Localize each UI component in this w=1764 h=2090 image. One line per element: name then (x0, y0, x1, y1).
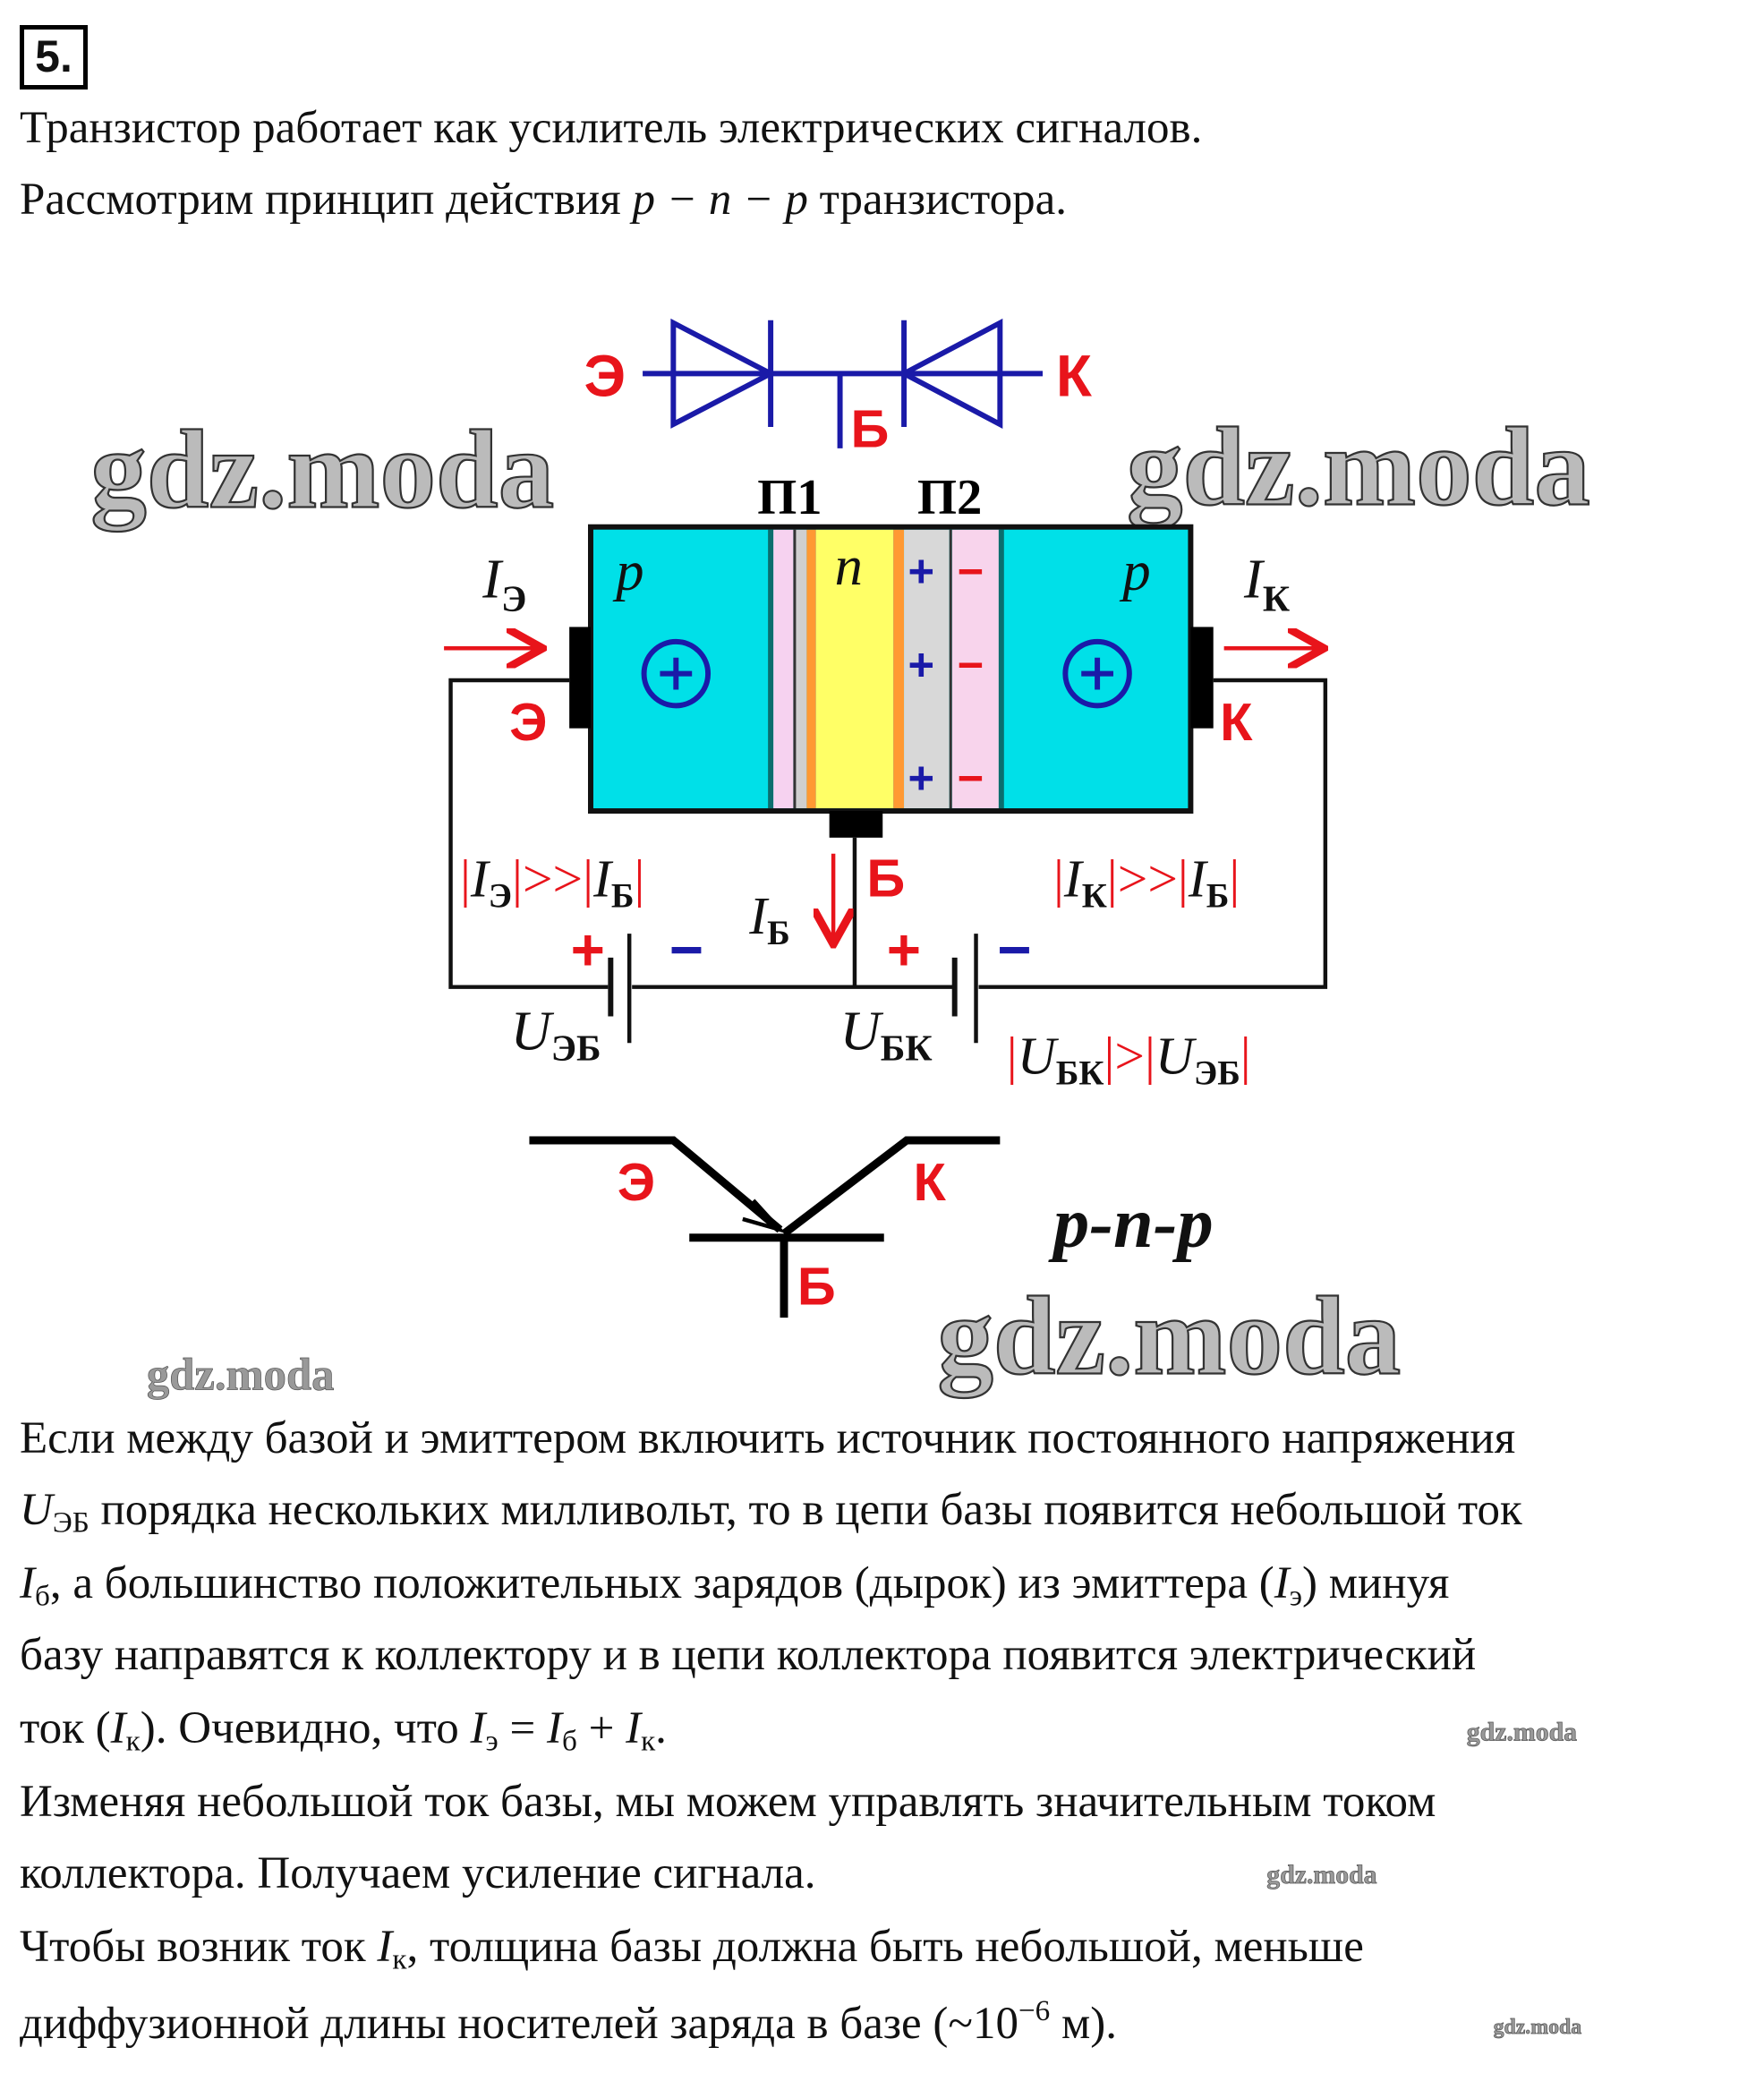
paragraph-line: диффузионной длины носителей заряда в ба… (20, 1996, 1117, 2047)
paragraph-line: Если между базой и эмиттером включить ис… (20, 1413, 1516, 1463)
emitter-base-current-relation: |IЭ|>>|IБ| (460, 849, 645, 915)
emitter-contact (569, 627, 591, 729)
base-label: Б (866, 848, 905, 908)
junction-label-p1: П1 (757, 470, 822, 525)
watermark: gdz.moda (147, 1350, 335, 1400)
text: ). Очевидно, что (140, 1703, 471, 1753)
charge-plus: + (908, 753, 935, 804)
paragraph-line: Iб, а большинство положительных зарядов … (20, 1558, 1450, 1613)
subscript: э (485, 1724, 499, 1758)
subscript: э (1289, 1579, 1302, 1613)
voltage-eb-label: UЭБ (511, 1000, 601, 1070)
battery-base-collector (951, 934, 978, 1044)
diode-label-collector: К (1056, 344, 1093, 409)
diode-label-base: Б (850, 398, 889, 458)
paragraph-line: коллектора. Получаем усиление сигнала. (20, 1848, 816, 1898)
text: + (576, 1703, 626, 1753)
paragraph-line: базу направятся к коллектору и в цепи ко… (20, 1630, 1477, 1680)
symbol-emitter-label: Э (618, 1152, 655, 1212)
battery-emitter-base (608, 934, 632, 1044)
charge-plus: + (908, 639, 935, 690)
text: , а большинство положительных зарядов (д… (49, 1558, 1274, 1608)
paragraph-line: Изменяя небольшой ток базы, мы можем упр… (20, 1777, 1436, 1827)
formula: I (20, 1558, 35, 1608)
formula: p − n − p (632, 175, 808, 225)
task-number: 5. (20, 25, 88, 90)
text: ) минуя (1302, 1558, 1450, 1608)
formula: U (20, 1485, 53, 1535)
intro-line-1: Транзистор работает как усилитель электр… (20, 103, 1203, 153)
n-region (815, 529, 894, 809)
subscript: к (392, 1942, 407, 1976)
battery-minus: − (669, 917, 703, 982)
text: Рассмотрим принцип действия (20, 175, 633, 225)
paragraph-line: UЭБ порядка нескольких милливольт, то в … (20, 1485, 1522, 1540)
superscript: −6 (1018, 1994, 1051, 2027)
text: порядка нескольких милливольт, то в цепи… (89, 1485, 1522, 1535)
battery-minus: − (997, 917, 1031, 982)
junction-label-p2: П2 (917, 470, 982, 525)
watermark: gdz.moda (937, 1275, 1401, 1399)
voltage-bk-label: UБК (840, 1000, 933, 1070)
text: = (498, 1703, 547, 1753)
text: ток ( (20, 1703, 111, 1753)
emitter-current-label: IЭ (481, 548, 526, 620)
charge-minus: − (958, 639, 984, 690)
pnp-transistor-symbol (529, 1136, 1001, 1318)
formula: I (626, 1703, 642, 1753)
symbol-base-label: Б (797, 1256, 836, 1316)
text: транзистора. (807, 175, 1068, 225)
watermark: gdz.moda (1127, 405, 1590, 529)
voltage-relation: |UБК|>|UЭБ| (1007, 1027, 1251, 1093)
circuit-wires (448, 678, 1328, 989)
formula: I (1274, 1558, 1290, 1608)
n-region-label: n (835, 534, 863, 597)
text: , толщина базы должна быть небольшой, ме… (406, 1922, 1364, 1972)
semiconductor-body (588, 524, 1194, 815)
formula: I (546, 1703, 562, 1753)
collector-contact (1190, 627, 1214, 729)
text: Чтобы возник ток (20, 1922, 378, 1972)
base-contact (829, 811, 883, 838)
subscript: ЭБ (52, 1506, 89, 1540)
base-current-label: IБ (748, 886, 789, 952)
symbol-collector-label: К (914, 1152, 947, 1212)
diode-label-emitter: Э (584, 344, 626, 409)
subscript: б (561, 1724, 577, 1758)
formula: I (377, 1922, 393, 1972)
charge-minus: − (958, 753, 984, 804)
paragraph-line: Чтобы возник ток Iк, толщина базы должна… (20, 1922, 1364, 1976)
watermark: gdz.moda (1266, 1860, 1376, 1890)
text: диффузионной длины носителей заряда в ба… (20, 1998, 1018, 2049)
watermark: gdz.moda (90, 407, 554, 532)
collector-base-current-relation: |IК|>>|IБ| (1053, 849, 1240, 915)
watermark: gdz.moda (1467, 1717, 1577, 1746)
paragraph-line: ток (Iк). Очевидно, что Iэ = Iб + Iк. (20, 1703, 667, 1758)
subscript: б (34, 1579, 50, 1613)
hole-icon (1062, 638, 1132, 709)
text: . (655, 1703, 667, 1753)
charge-plus: + (908, 546, 935, 597)
diode-equivalent-symbol (643, 318, 1044, 448)
subscript: к (125, 1724, 141, 1758)
battery-plus: + (571, 917, 605, 982)
emitter-label: Э (509, 692, 547, 752)
hole-icon (641, 638, 712, 709)
intro-line-2: Рассмотрим принцип действия p − n − p тр… (20, 177, 1067, 223)
subscript: к (641, 1724, 656, 1758)
battery-plus: + (887, 917, 921, 982)
collector-current-label: IК (1243, 548, 1290, 620)
text: м). (1050, 1998, 1118, 2049)
watermark: gdz.moda (1494, 2016, 1582, 2039)
charge-minus: − (958, 546, 984, 597)
p-region-left-label: p (612, 540, 643, 602)
transistor-type-label: p-n-p (1048, 1183, 1214, 1263)
formula: I (110, 1703, 126, 1753)
p-region-right-label: p (1119, 540, 1150, 602)
collector-label: К (1220, 692, 1253, 752)
formula: I (470, 1703, 486, 1753)
